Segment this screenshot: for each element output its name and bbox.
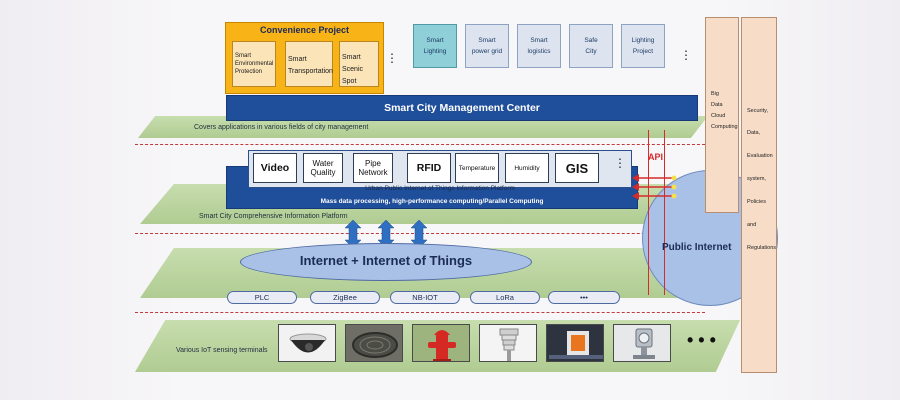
api-label: API [648,152,664,162]
api-arrow-3 [632,192,677,200]
iot-item: Pipe Network [353,153,393,183]
layer-platform-application [138,116,708,138]
separator-dashed-3 [135,312,705,313]
iot-item: Temperature [455,153,499,183]
item-smart-scenic-spot: Smart Scenic Spot [339,41,379,87]
item-smart-transportation: Smart Transportation [285,41,333,87]
api-arrow-1 [632,174,677,182]
platform-connection-arrows [344,219,428,249]
iot-item: GIS [555,153,599,183]
protocol-pill: PLC [227,291,297,304]
big-data-cloud-column: Big Data Cloud Computing [705,17,739,213]
iot-platform-label: Urban Public Internet of Things Informat… [365,185,515,192]
fire-hydrant-image [412,324,470,362]
traffic-camera-icon [547,325,603,361]
more-projects-icon: ⋮ [386,51,398,65]
more-sensors-icon: • • • [687,330,716,350]
item-smart-environmental-protection: Smart Environmental Protection [232,41,276,87]
layer-label-sensing: Various IoT sensing terminals [176,347,268,354]
api-arrows [632,174,677,200]
protocol-pill: LoRa [470,291,540,304]
convenience-project-title: Convenience Project [259,25,350,35]
api-line-1 [648,130,649,295]
iot-item: Humidity [505,153,549,183]
more-pillars-icon: ⋮ [680,48,692,62]
fire-hydrant-icon [428,330,456,361]
traffic-camera-image [546,324,604,362]
protocol-pill: NB-IOT [390,291,460,304]
protocol-pill: ••• [548,291,620,304]
more-iot-items-icon: ⋮ [614,156,626,170]
internet-iot-ellipse [240,243,532,281]
environment-sensor-icon [499,328,519,361]
dome-camera-image [278,324,336,362]
iot-item: RFID [407,153,451,183]
api-line-2 [664,130,665,295]
mass-data-label: Mass data processing, high-performance c… [320,198,544,205]
layer-label-applications: Covers applications in various fields of… [194,124,369,131]
convenience-project-box: Convenience Project Smart Environmental … [225,22,384,94]
internet-iot-label: Internet + Internet of Things [299,253,473,268]
environment-sensor-image [479,324,537,362]
protocol-pill: ZigBee [310,291,380,304]
pressure-gauge-image [613,324,671,362]
api-arrow-2 [632,183,677,191]
manhole-cover-icon [352,332,398,358]
security-policies-column: Security, Data, Evaluation system, Polic… [741,17,777,373]
manhole-cover-image [345,324,403,362]
layer-label-platform: Smart City Comprehensive Information Pla… [199,213,348,220]
dome-camera-icon [289,333,327,353]
iot-item: Water Quality [303,153,343,183]
management-center-bar: Smart City Management Center [226,95,698,121]
public-internet-label: Public Internet [662,242,732,253]
separator-dashed-1 [135,144,705,145]
pressure-gauge-icon [633,328,655,359]
iot-item: Video [253,153,297,183]
